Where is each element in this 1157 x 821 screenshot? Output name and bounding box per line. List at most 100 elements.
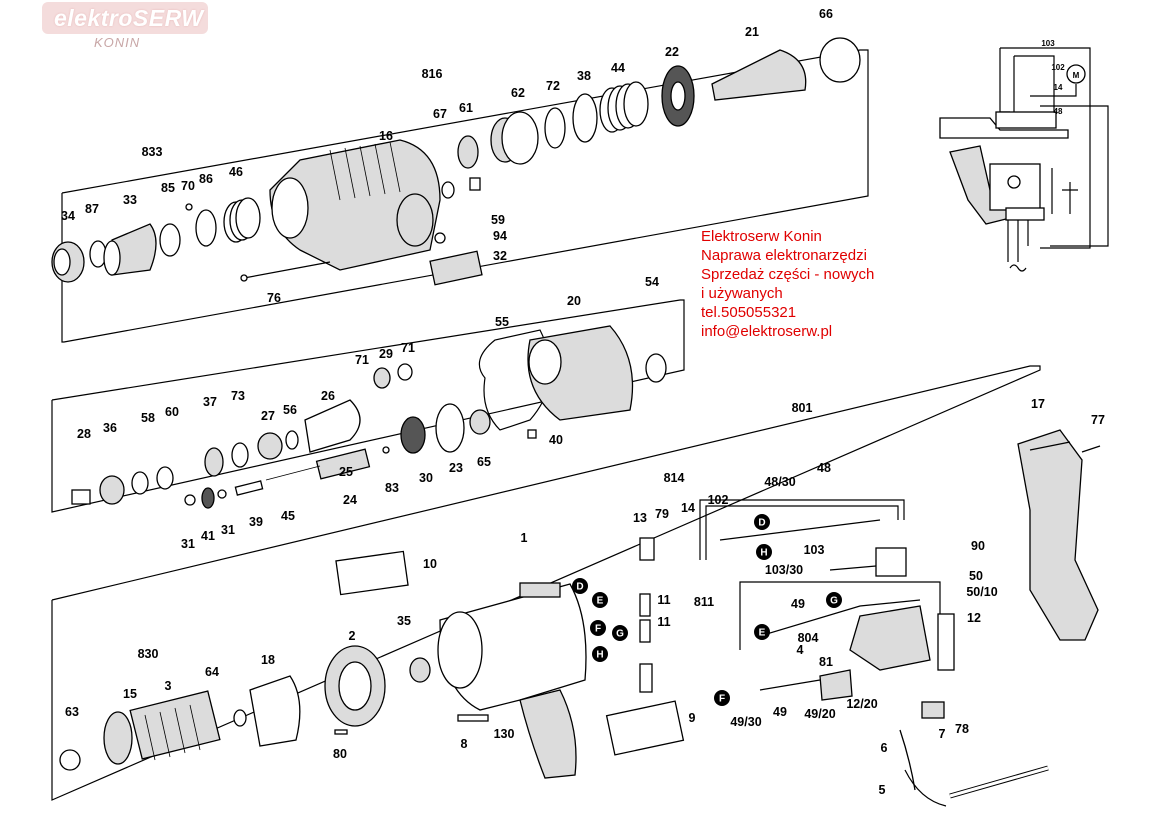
part-label: 27 (261, 409, 275, 423)
connection-marker: E (754, 624, 770, 640)
armature-assembly (59, 645, 431, 771)
svg-text:G: G (830, 596, 838, 607)
watermark-logo: elektroSERW KONIN (42, 2, 208, 50)
part-label: 81 (819, 655, 833, 669)
part-label: 62 (511, 86, 525, 100)
part-label: 50/10 (966, 585, 997, 599)
part-label: 102 (708, 493, 729, 507)
part-label: 36 (103, 421, 117, 435)
part-label: 48 (817, 461, 831, 475)
bearing-set-61-62 (441, 37, 861, 199)
part-label: 59 (491, 213, 505, 227)
part-label: 49 (773, 705, 787, 719)
part-label: 28 (77, 427, 91, 441)
part-label: 50 (969, 569, 983, 583)
svg-text:E: E (759, 628, 766, 639)
part-label: 3 (165, 679, 172, 693)
handle-17 (1017, 429, 1101, 641)
contact-email[interactable]: info@elektroserw.pl (701, 323, 833, 340)
switch-and-wiring (639, 499, 1049, 807)
part-label: 54 (645, 275, 659, 289)
part-label: 26 (321, 389, 335, 403)
part-label: 56 (283, 403, 297, 417)
part-label: 49 (791, 597, 805, 611)
part-label: 70 (181, 179, 195, 193)
part-label: 811 (694, 595, 714, 609)
part-label: 833 (142, 145, 163, 159)
wiring-label: 14 (1054, 83, 1063, 92)
connection-marker: G (612, 625, 628, 641)
part-label: 38 (577, 69, 591, 83)
part-label: 77 (1091, 413, 1105, 427)
part-label: 41 (201, 529, 215, 543)
connection-marker: F (714, 690, 730, 706)
part-label: 71 (355, 353, 369, 367)
contact-line: i używanych (701, 285, 783, 302)
part-label: 30 (419, 471, 433, 485)
part-label: 15 (123, 687, 137, 701)
wiring-label: 103 (1041, 39, 1055, 48)
part-label: 9 (689, 711, 696, 725)
part-label: 11 (657, 593, 670, 607)
svg-text:H: H (596, 650, 603, 661)
part-label: 72 (546, 79, 560, 93)
svg-text:G: G (616, 629, 624, 640)
part-label: 45 (281, 509, 295, 523)
part-label: 8 (461, 737, 468, 751)
svg-text:F: F (595, 624, 601, 635)
part-label: 66 (819, 7, 833, 21)
part-label: 76 (267, 291, 281, 305)
frame-bottom-group (51, 365, 1041, 801)
part-label: 33 (123, 193, 137, 207)
contact-phone[interactable]: tel.505055321 (701, 304, 797, 321)
part-label: 87 (85, 202, 99, 216)
part-label: 23 (449, 461, 463, 475)
part-label: 29 (379, 347, 393, 361)
part-label: 12 (967, 611, 981, 625)
wiring-label: 48 (1054, 107, 1063, 116)
part-label: 73 (231, 389, 245, 403)
part-label: 65 (477, 455, 491, 469)
part-label: 25 (339, 465, 353, 479)
connection-marker: F (590, 620, 606, 636)
part-label: 31 (221, 523, 235, 537)
part-label: 16 (379, 129, 393, 143)
watermark-city: KONIN (94, 35, 141, 50)
part-label: 32 (493, 249, 507, 263)
spindle-assembly (71, 363, 491, 509)
part-label: 130 (494, 727, 515, 741)
part-label: 85 (161, 181, 175, 195)
part-label: 90 (971, 539, 985, 553)
part-label: 34 (61, 209, 75, 223)
part-label: 61 (459, 101, 473, 115)
contact-line: Naprawa elektronarzędzi (701, 247, 867, 264)
part-label: 814 (664, 471, 685, 485)
part-label: 46 (229, 165, 243, 179)
part-label: 2 (349, 629, 356, 643)
part-label: 13 (633, 511, 647, 525)
svg-text:F: F (719, 694, 725, 705)
part-label: 40 (549, 433, 563, 447)
connection-marker: G (826, 592, 842, 608)
part-label: 83 (385, 481, 399, 495)
contact-block: Elektroserw Konin Naprawa elektronarzędz… (701, 227, 931, 341)
part-label: 103/30 (765, 563, 803, 577)
part-label: 94 (493, 229, 507, 243)
part-label: 49/20 (804, 707, 835, 721)
part-label: 5 (879, 783, 886, 797)
wiring-label: M (1073, 71, 1080, 80)
watermark-badge (42, 2, 208, 34)
part-label: 1 (521, 531, 528, 545)
part-label: 103 (804, 543, 825, 557)
part-label: 86 (199, 172, 213, 186)
frame-top-group (61, 49, 869, 343)
svg-text:D: D (576, 582, 583, 593)
part-label: 39 (249, 515, 263, 529)
wiring-label: 102 (1051, 63, 1065, 72)
motor-housing-1 (335, 550, 685, 779)
connection-marker: E (592, 592, 608, 608)
part-label: 10 (423, 557, 437, 571)
part-label: 35 (397, 614, 411, 628)
part-label: 7 (939, 727, 946, 741)
